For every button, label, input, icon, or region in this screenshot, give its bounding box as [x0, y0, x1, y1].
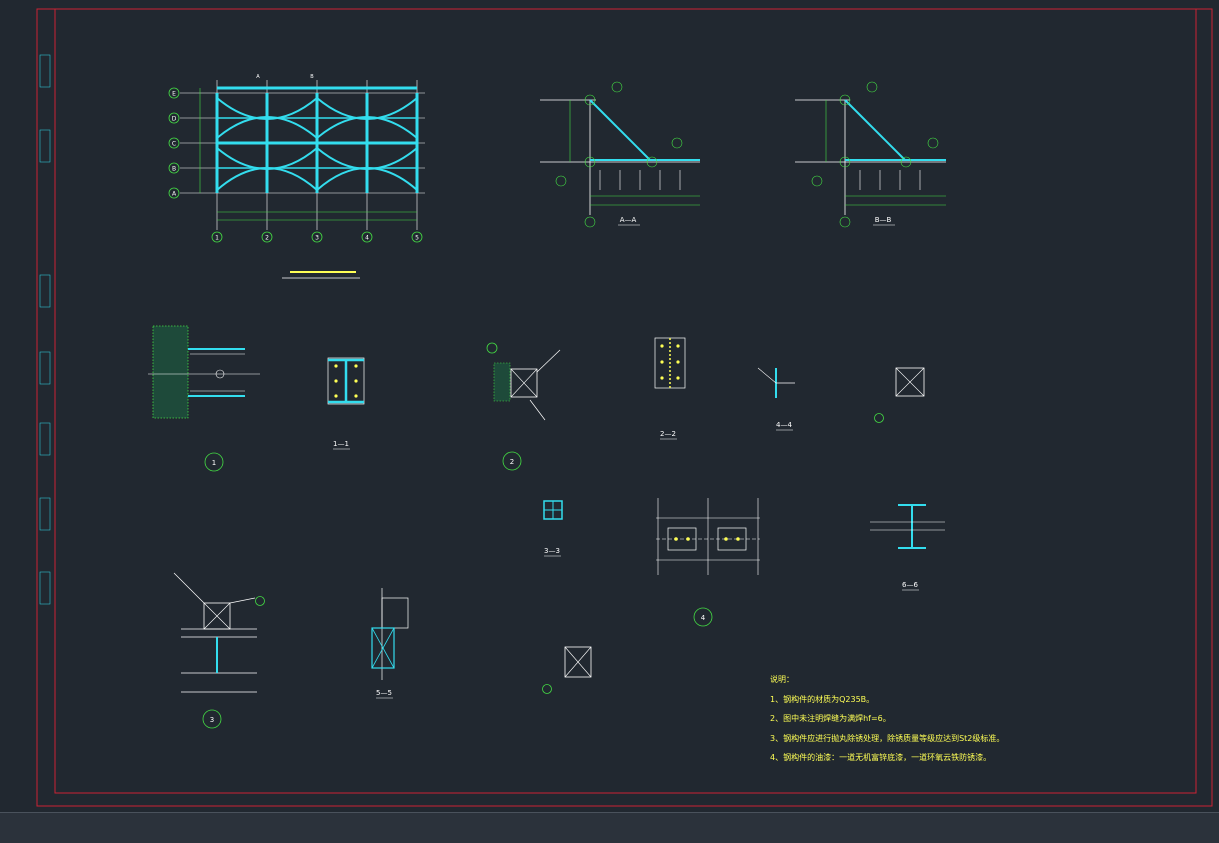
section-mark-b: B — [310, 74, 314, 80]
detail-2: 2 — [486, 342, 561, 471]
note-item-1: 1、钢构件的材质为Q235B。 — [770, 694, 875, 704]
section-b-b-title: B—B — [875, 216, 892, 224]
section-6-6-title: 6—6 — [902, 581, 918, 589]
axis-label-1: 1 — [215, 235, 219, 242]
axis-label-2: 2 — [265, 235, 269, 242]
inner-border — [54, 8, 1197, 794]
plate-detail-2 — [542, 646, 592, 694]
section-2-2: 2—2 — [654, 337, 686, 440]
plate-detail-1 — [874, 367, 925, 423]
section-4-4: 4—4 — [757, 367, 795, 431]
status-bar — [0, 812, 1219, 843]
section-1-1-title: 1—1 — [333, 440, 349, 448]
note-item-4: 4、钢构件的油漆：一道无机富锌底漆，一道环氧云铁防锈漆。 — [770, 753, 992, 762]
section-1-1: 1—1 — [327, 357, 365, 450]
section-3-3-title: 3—3 — [544, 547, 560, 555]
notes-title: 说明： — [770, 675, 794, 684]
axis-label-e: E — [172, 91, 176, 98]
section-a-a: A—A — [540, 81, 700, 228]
axis-label-a: A — [172, 191, 177, 198]
section-5-5-title: 5—5 — [376, 689, 392, 697]
axis-label-b: B — [172, 166, 176, 173]
axis-label-3: 3 — [315, 235, 319, 242]
detail-4-label: 4 — [701, 614, 706, 622]
note-item-3: 3、钢构件应进行抛丸除锈处理，除锈质量等级应达到St2级标准。 — [770, 733, 1005, 743]
section-2-2-title: 2—2 — [660, 430, 676, 438]
axis-label-5: 5 — [415, 235, 419, 242]
detail-2-label: 2 — [510, 458, 514, 466]
section-mark-a: A — [256, 74, 260, 80]
axis-label-4: 4 — [365, 235, 369, 242]
note-item-2: 2、图中未注明焊缝为满焊hf=6。 — [770, 714, 891, 723]
section-a-a-title: A—A — [620, 216, 637, 224]
section-5-5: 5—5 — [371, 588, 409, 699]
detail-3: 3 — [173, 572, 265, 729]
section-6-6: 6—6 — [870, 504, 945, 591]
section-3-3: 3—3 — [543, 500, 563, 557]
outer-border — [36, 8, 1213, 807]
detail-1-label: 1 — [212, 459, 216, 467]
section-4-4-title: 4—4 — [776, 421, 792, 429]
binding-strip-labels — [39, 54, 51, 605]
detail-3-label: 3 — [210, 716, 214, 724]
section-b-b: B—B — [795, 81, 946, 228]
detail-1: 1 — [148, 325, 260, 472]
axis-label-c: C — [172, 141, 176, 148]
plan-view: E D C B A 1 2 3 4 5 A B — [168, 74, 425, 279]
detail-4: 4 — [656, 498, 760, 627]
axis-label-d: D — [172, 116, 177, 123]
design-notes: 说明： 1、钢构件的材质为Q235B。 2、图中未注明焊缝为满焊hf=6。 3、… — [770, 670, 1004, 768]
